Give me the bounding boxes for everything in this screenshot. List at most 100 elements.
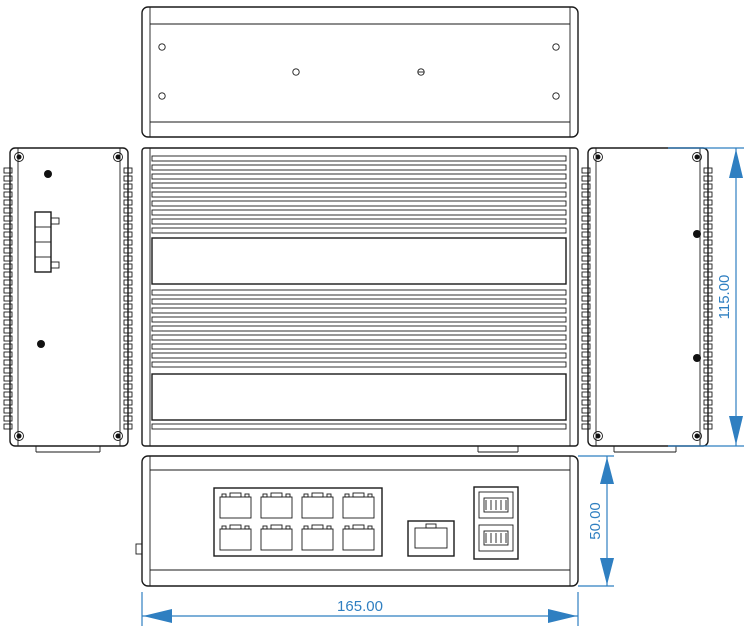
side-rib bbox=[123, 215, 133, 222]
side-rib bbox=[3, 295, 13, 302]
side-rib bbox=[581, 263, 591, 270]
heatsink-fin bbox=[151, 227, 567, 234]
side-rib bbox=[581, 191, 591, 198]
side-rib bbox=[703, 287, 713, 294]
heatsink-fin bbox=[151, 307, 567, 314]
side-rib bbox=[3, 399, 13, 406]
side-rib bbox=[3, 343, 13, 350]
heatsink-fin bbox=[151, 325, 567, 332]
side-rib bbox=[581, 223, 591, 230]
side-rib bbox=[3, 191, 13, 198]
side-rib bbox=[581, 199, 591, 206]
side-rib bbox=[703, 207, 713, 214]
rj45-port-block bbox=[213, 487, 383, 557]
side-rib bbox=[3, 207, 13, 214]
side-rib bbox=[703, 391, 713, 398]
screw-dot bbox=[37, 340, 45, 348]
side-rib bbox=[123, 223, 133, 230]
side-rib bbox=[123, 287, 133, 294]
side-rib bbox=[123, 175, 133, 182]
mount-hole bbox=[158, 43, 166, 51]
side-rib bbox=[581, 303, 591, 310]
rj45-port bbox=[301, 492, 334, 519]
side-rib bbox=[703, 367, 713, 374]
side-rib bbox=[581, 383, 591, 390]
side-rib bbox=[581, 343, 591, 350]
side-rib bbox=[3, 375, 13, 382]
side-rib bbox=[123, 415, 133, 422]
side-rib bbox=[703, 327, 713, 334]
side-rib bbox=[3, 423, 13, 430]
side-rib bbox=[581, 255, 591, 262]
side-rib bbox=[703, 311, 713, 318]
side-rib bbox=[703, 239, 713, 246]
side-rib bbox=[123, 359, 133, 366]
side-rib bbox=[3, 383, 13, 390]
side-rib bbox=[123, 167, 133, 174]
side-rib bbox=[3, 231, 13, 238]
side-rib bbox=[703, 343, 713, 350]
side-rib bbox=[581, 367, 591, 374]
side-rib bbox=[703, 399, 713, 406]
side-rib bbox=[581, 239, 591, 246]
side-rib bbox=[123, 279, 133, 286]
mount-hole bbox=[417, 68, 425, 76]
side-rib bbox=[123, 311, 133, 318]
side-rib bbox=[123, 191, 133, 198]
side-rib bbox=[3, 415, 13, 422]
side-rib bbox=[581, 287, 591, 294]
side-rib bbox=[581, 399, 591, 406]
side-rib bbox=[703, 175, 713, 182]
heatsink-fin bbox=[151, 334, 567, 341]
side-rib bbox=[703, 295, 713, 302]
side-rib bbox=[3, 183, 13, 190]
side-rib bbox=[123, 247, 133, 254]
side-rib bbox=[581, 311, 591, 318]
rj45-port bbox=[219, 524, 252, 551]
side-rib bbox=[703, 423, 713, 430]
heatsink-fin bbox=[151, 289, 567, 296]
sfp-port bbox=[478, 491, 514, 519]
side-rib bbox=[3, 239, 13, 246]
side-rib bbox=[581, 207, 591, 214]
port-panel-view bbox=[135, 455, 579, 587]
side-rib bbox=[3, 319, 13, 326]
side-rib bbox=[3, 335, 13, 342]
side-rib bbox=[123, 319, 133, 326]
depth-value: 115.00 bbox=[716, 275, 733, 320]
heatsink-fin bbox=[151, 173, 567, 180]
side-rib bbox=[581, 215, 591, 222]
side-rib bbox=[581, 231, 591, 238]
side-rib bbox=[703, 255, 713, 262]
side-rib bbox=[703, 223, 713, 230]
side-rib bbox=[703, 335, 713, 342]
screw-dot bbox=[693, 354, 701, 362]
heatsink-fin bbox=[151, 343, 567, 350]
side-rib bbox=[703, 359, 713, 366]
rj45-port bbox=[260, 524, 293, 551]
rj45-port bbox=[342, 524, 375, 551]
side-rib bbox=[703, 383, 713, 390]
side-rib bbox=[123, 367, 133, 374]
sfp-cage bbox=[473, 486, 519, 560]
side-rib bbox=[3, 407, 13, 414]
mount-hole bbox=[552, 43, 560, 51]
side-rib bbox=[3, 367, 13, 374]
side-rib bbox=[3, 263, 13, 270]
side-rib bbox=[703, 375, 713, 382]
side-rib bbox=[703, 231, 713, 238]
side-rib bbox=[123, 327, 133, 334]
side-rib bbox=[123, 335, 133, 342]
side-rib bbox=[703, 247, 713, 254]
label-panel bbox=[151, 373, 567, 421]
side-rib bbox=[123, 207, 133, 214]
side-rib bbox=[703, 303, 713, 310]
side-rib bbox=[3, 279, 13, 286]
side-rib bbox=[703, 319, 713, 326]
side-rib bbox=[703, 407, 713, 414]
side-rib bbox=[3, 351, 13, 358]
screw-dot bbox=[693, 230, 701, 238]
side-rib bbox=[123, 255, 133, 262]
side-rib bbox=[123, 375, 133, 382]
